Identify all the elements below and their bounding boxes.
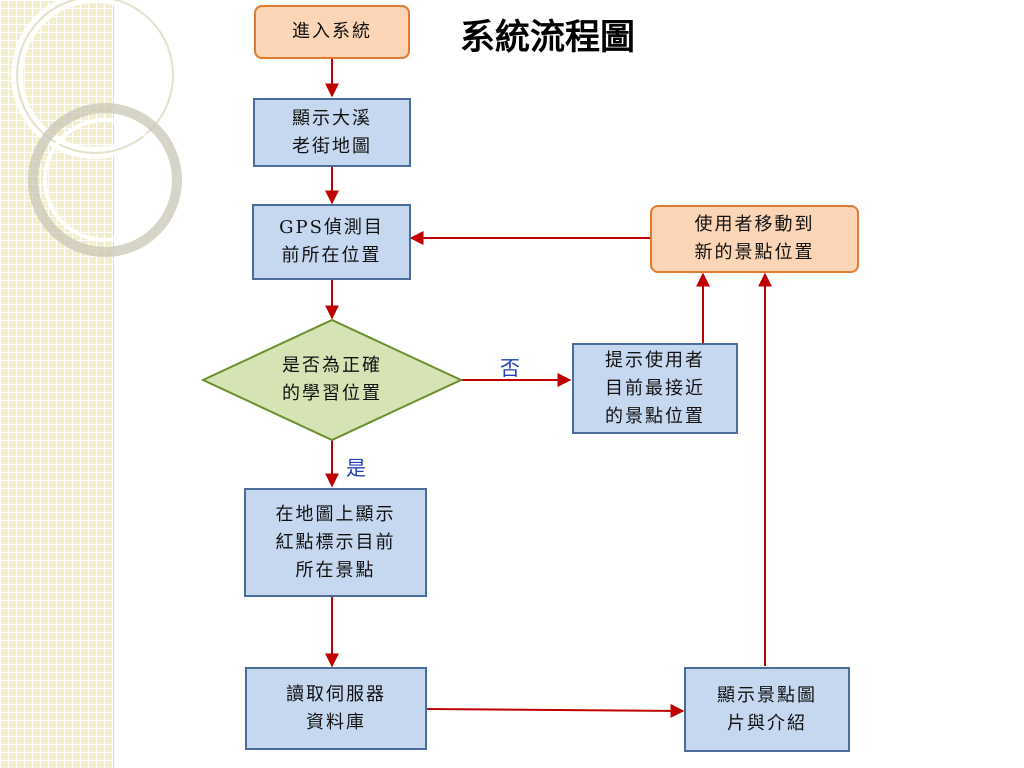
node-read-database: 讀取伺服器 資料庫 <box>245 667 427 750</box>
node-mark-location: 在地圖上顯示 紅點標示目前 所在景點 <box>244 488 427 597</box>
node-show-intro: 顯示景點圖 片與介紹 <box>684 667 850 752</box>
side-strip-edge <box>113 0 114 768</box>
node-gps-detect: GPS偵測目 前所在位置 <box>252 204 411 280</box>
node-mark-location-label: 在地圖上顯示 紅點標示目前 所在景點 <box>275 503 396 581</box>
node-user-moves-label: 使用者移動到 新的景點位置 <box>694 214 815 263</box>
node-decision: 是否為正確 的學習位置 <box>203 320 461 440</box>
node-show-map: 顯示大溪 老街地圖 <box>253 98 411 167</box>
node-enter-system: 進入系統 <box>254 5 410 59</box>
node-user-moves: 使用者移動到 新的景點位置 <box>650 205 859 273</box>
node-enter-system-label: 進入系統 <box>292 21 372 42</box>
decorative-rings <box>11 0 182 257</box>
arrow-database-to-intro <box>426 703 685 718</box>
node-hint-nearest-label: 提示使用者 目前最接近 的景點位置 <box>605 349 705 427</box>
page-title: 系統流程圖 <box>460 17 636 58</box>
edge-label-yes: 是 <box>346 456 366 480</box>
node-gps-detect-label: GPS偵測目 前所在位置 <box>279 217 384 266</box>
decision-diamond <box>200 318 464 442</box>
node-show-map-label: 顯示大溪 老街地圖 <box>292 107 372 157</box>
edge-label-no: 否 <box>500 356 520 380</box>
node-read-database-label: 讀取伺服器 資料庫 <box>286 683 386 733</box>
node-hint-nearest: 提示使用者 目前最接近 的景點位置 <box>572 343 738 434</box>
node-show-intro-label: 顯示景點圖 片與介紹 <box>717 684 817 734</box>
node-decision-label: 是否為正確 的學習位置 <box>282 355 382 404</box>
